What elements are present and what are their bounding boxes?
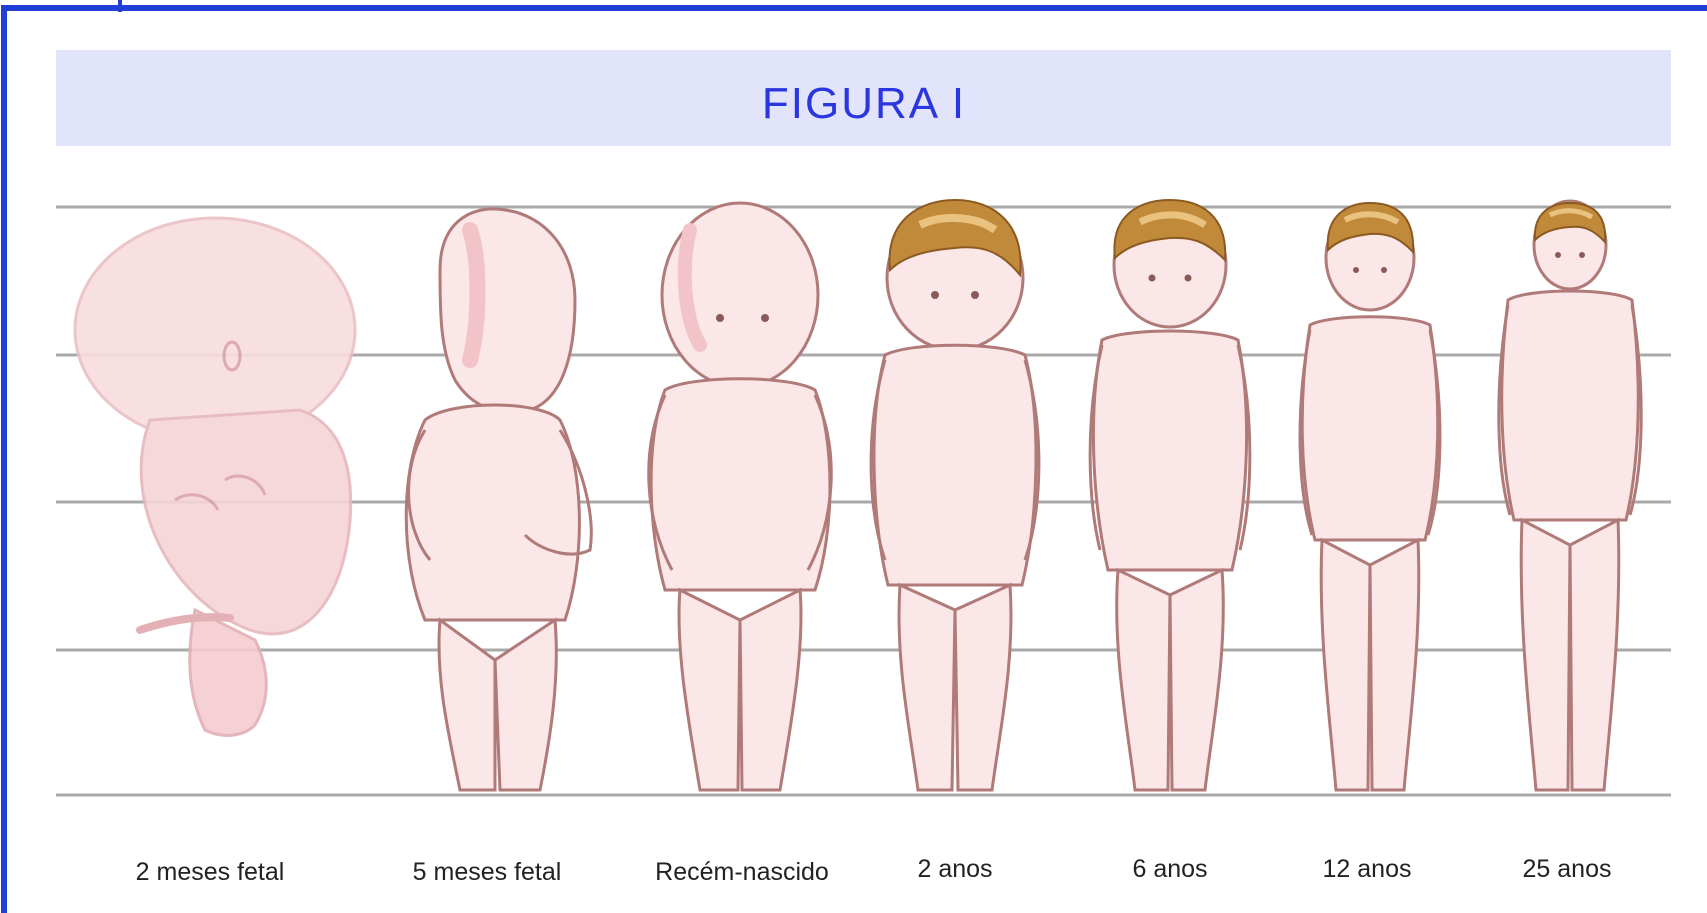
caption-12-anos: 12 anos <box>1323 855 1412 883</box>
caption-6-anos: 6 anos <box>1132 855 1207 883</box>
stage-captions: 2 meses fetal 5 meses fetal Recém-nascid… <box>136 855 1612 886</box>
fetus-5-months-icon <box>406 209 591 790</box>
child-6-years-icon <box>1090 200 1250 790</box>
caption-recem-nascido: Recém-nascido <box>655 858 829 886</box>
caption-5-meses-fetal: 5 meses fetal <box>413 858 562 886</box>
caption-2-meses-fetal: 2 meses fetal <box>136 858 285 886</box>
child-2-years-icon <box>871 200 1039 790</box>
adult-25-years-icon <box>1499 201 1641 790</box>
child-12-years-icon <box>1300 203 1440 790</box>
newborn-icon <box>649 203 832 790</box>
fetus-2-months-icon <box>75 218 355 735</box>
caption-25-anos: 25 anos <box>1523 855 1612 883</box>
caption-2-anos: 2 anos <box>917 855 992 883</box>
figure-title: FIGURA I <box>762 79 966 128</box>
